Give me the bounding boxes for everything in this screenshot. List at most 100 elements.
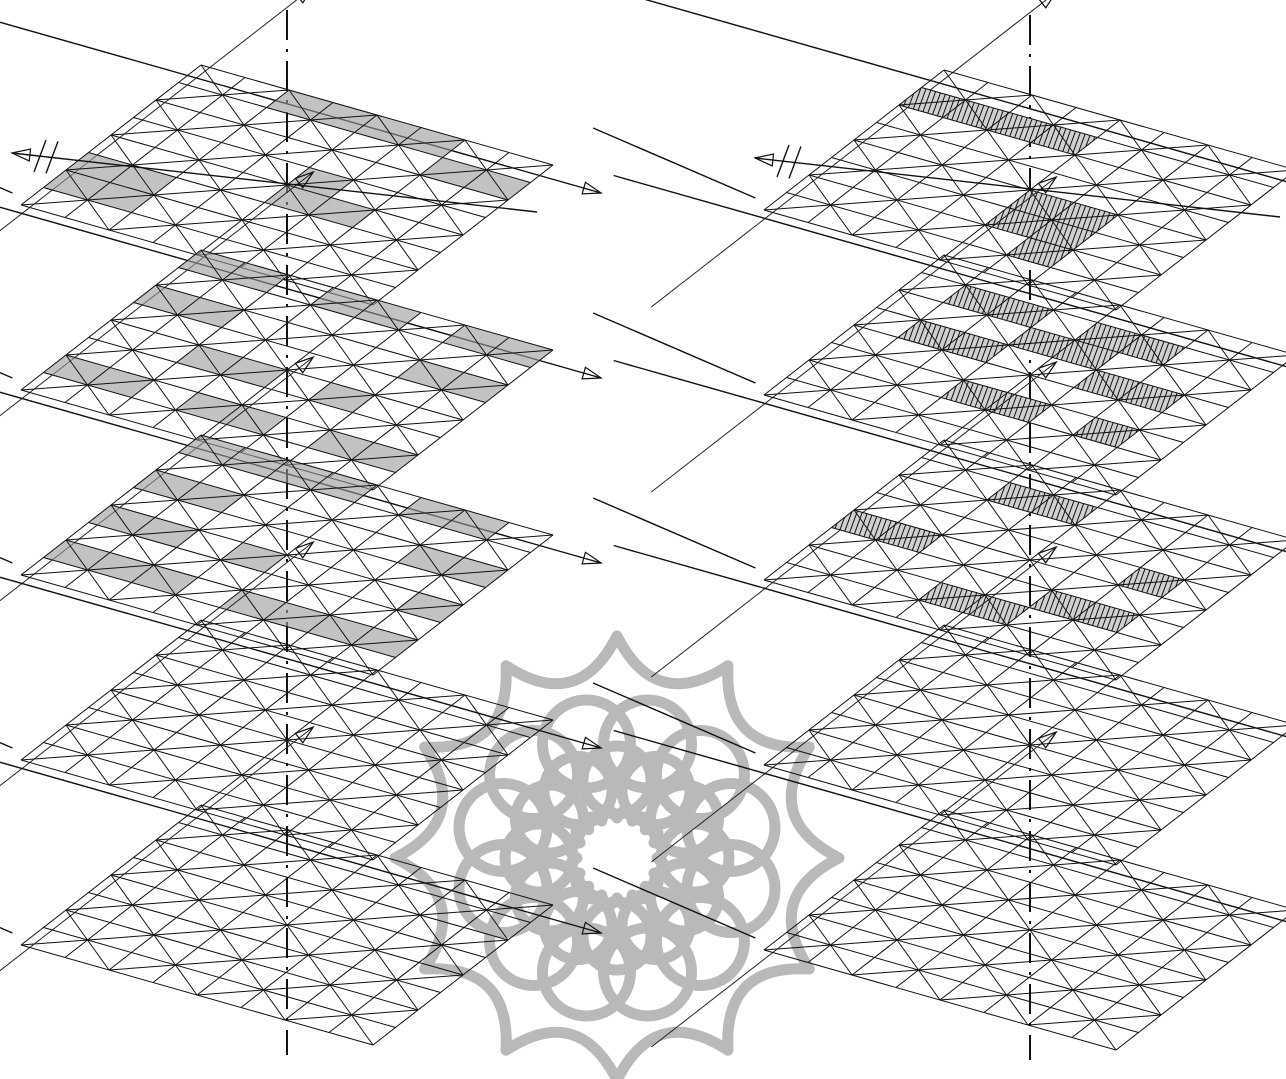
- grid-diagonal: [397, 420, 464, 425]
- grid-diagonal: [223, 650, 245, 680]
- grid-diagonal: [111, 320, 133, 350]
- grid-diagonal: [921, 685, 988, 690]
- grid-diagonal: [1140, 610, 1207, 615]
- grid-diagonal: [154, 380, 176, 410]
- rosette-outer-star: [395, 636, 839, 1079]
- grid-diagonal: [223, 835, 245, 865]
- grid-diagonal: [1028, 280, 1095, 285]
- grid-diagonal: [809, 915, 831, 945]
- grid-diagonal: [942, 900, 1009, 905]
- grid-diagonal: [1073, 250, 1095, 280]
- grid-diagonal: [1230, 915, 1252, 945]
- grid-diagonal: [223, 95, 245, 125]
- grid-diagonal: [897, 570, 919, 600]
- grid-diagonal: [330, 795, 397, 800]
- grid-diagonal: [764, 575, 831, 580]
- grid-diagonal: [420, 540, 487, 545]
- grid-diagonal: [352, 825, 419, 830]
- grid-diagonal: [285, 830, 352, 835]
- grid-diagonal: [244, 310, 266, 340]
- grid-diagonal: [942, 535, 964, 565]
- grid-diagonal: [1140, 240, 1207, 245]
- grid-diagonal: [1095, 1020, 1117, 1050]
- grid-diagonal: [1009, 710, 1076, 715]
- right-layer-1: [593, 0, 1286, 310]
- grid-diagonal: [442, 940, 509, 945]
- grid-diagonal: [221, 925, 288, 930]
- grid-diagonal: [854, 695, 876, 725]
- grid-diagonal: [1075, 150, 1142, 155]
- rosette-center-flower: [569, 810, 664, 905]
- grid-diagonal: [1230, 910, 1286, 915]
- grid-diagonal: [854, 325, 876, 355]
- grid-diagonal: [1230, 540, 1286, 545]
- grid-diagonal: [375, 205, 442, 210]
- grid-diagonal: [876, 350, 943, 355]
- grid-diagonal: [1052, 775, 1074, 805]
- grid-diagonal: [176, 595, 198, 625]
- grid-diagonal: [133, 720, 155, 750]
- grid-diagonal: [66, 725, 88, 755]
- grid-diagonal: [309, 950, 376, 955]
- grid-diagonal: [942, 160, 1009, 165]
- grid-diagonal: [197, 990, 264, 995]
- grid-diagonal: [964, 750, 986, 780]
- grid-diagonal: [332, 330, 399, 335]
- grid-diagonal: [154, 930, 221, 935]
- grid-diagonal: [964, 195, 986, 225]
- grid-diagonal: [897, 380, 964, 385]
- grid-row-line: [44, 743, 396, 843]
- grid-diagonal: [1007, 995, 1029, 1025]
- grid-diagonal: [154, 190, 221, 195]
- grid-diagonal: [1140, 985, 1162, 1015]
- grid-diagonal: [21, 940, 88, 945]
- rosette-ring-circle: [656, 731, 744, 819]
- grid-diagonal: [133, 160, 200, 165]
- grid-diagonal: [1118, 215, 1140, 245]
- grid-row-line: [44, 928, 396, 1028]
- grid-diagonal: [876, 720, 943, 725]
- grid-diagonal: [919, 965, 986, 970]
- grid-diagonal: [1230, 355, 1286, 360]
- grid-diagonal: [199, 710, 266, 715]
- grid-diagonal: [1075, 705, 1142, 710]
- grid-diagonal: [330, 980, 397, 985]
- grid-diagonal: [330, 240, 397, 245]
- grid-diagonal: [111, 130, 178, 135]
- grid-row-line: [89, 708, 441, 808]
- grid-diagonal: [1142, 705, 1164, 735]
- grid-diagonal: [375, 950, 397, 980]
- grid-diagonal: [109, 780, 176, 785]
- x-axis: [0, 541, 601, 749]
- grid-diagonal: [266, 890, 333, 895]
- rosette-ring-circle: [656, 897, 744, 985]
- grid-diagonal: [1185, 765, 1207, 795]
- grid-diagonal: [1028, 650, 1095, 655]
- grid-diagonal: [1163, 915, 1230, 920]
- grid-diagonal: [1007, 805, 1074, 810]
- grid-diagonal: [1028, 465, 1095, 470]
- grid-diagonal: [764, 390, 831, 395]
- grid-diagonal: [133, 905, 155, 935]
- grid-diagonal: [1185, 950, 1207, 980]
- grid-diagonal: [266, 520, 333, 525]
- grid-diagonal: [899, 845, 921, 875]
- grid-diagonal: [109, 225, 176, 230]
- grid-diagonal: [831, 940, 898, 945]
- grid-diagonal: [942, 905, 964, 935]
- grid-diagonal: [354, 735, 376, 765]
- grid-diagonal: [221, 740, 288, 745]
- grid-row-line: [832, 898, 1184, 998]
- grid-diagonal: [399, 330, 421, 360]
- grid-diagonal: [921, 130, 988, 135]
- grid-diagonal: [66, 350, 133, 355]
- grid-diagonal: [21, 570, 88, 575]
- grid-diagonal: [111, 690, 133, 720]
- grid-diagonal: [764, 205, 831, 210]
- grid-diagonal: [397, 790, 464, 795]
- grid-diagonal: [311, 860, 333, 890]
- grid-diagonal: [809, 175, 831, 205]
- grid-diagonal: [831, 760, 853, 790]
- grid-diagonal: [809, 540, 876, 545]
